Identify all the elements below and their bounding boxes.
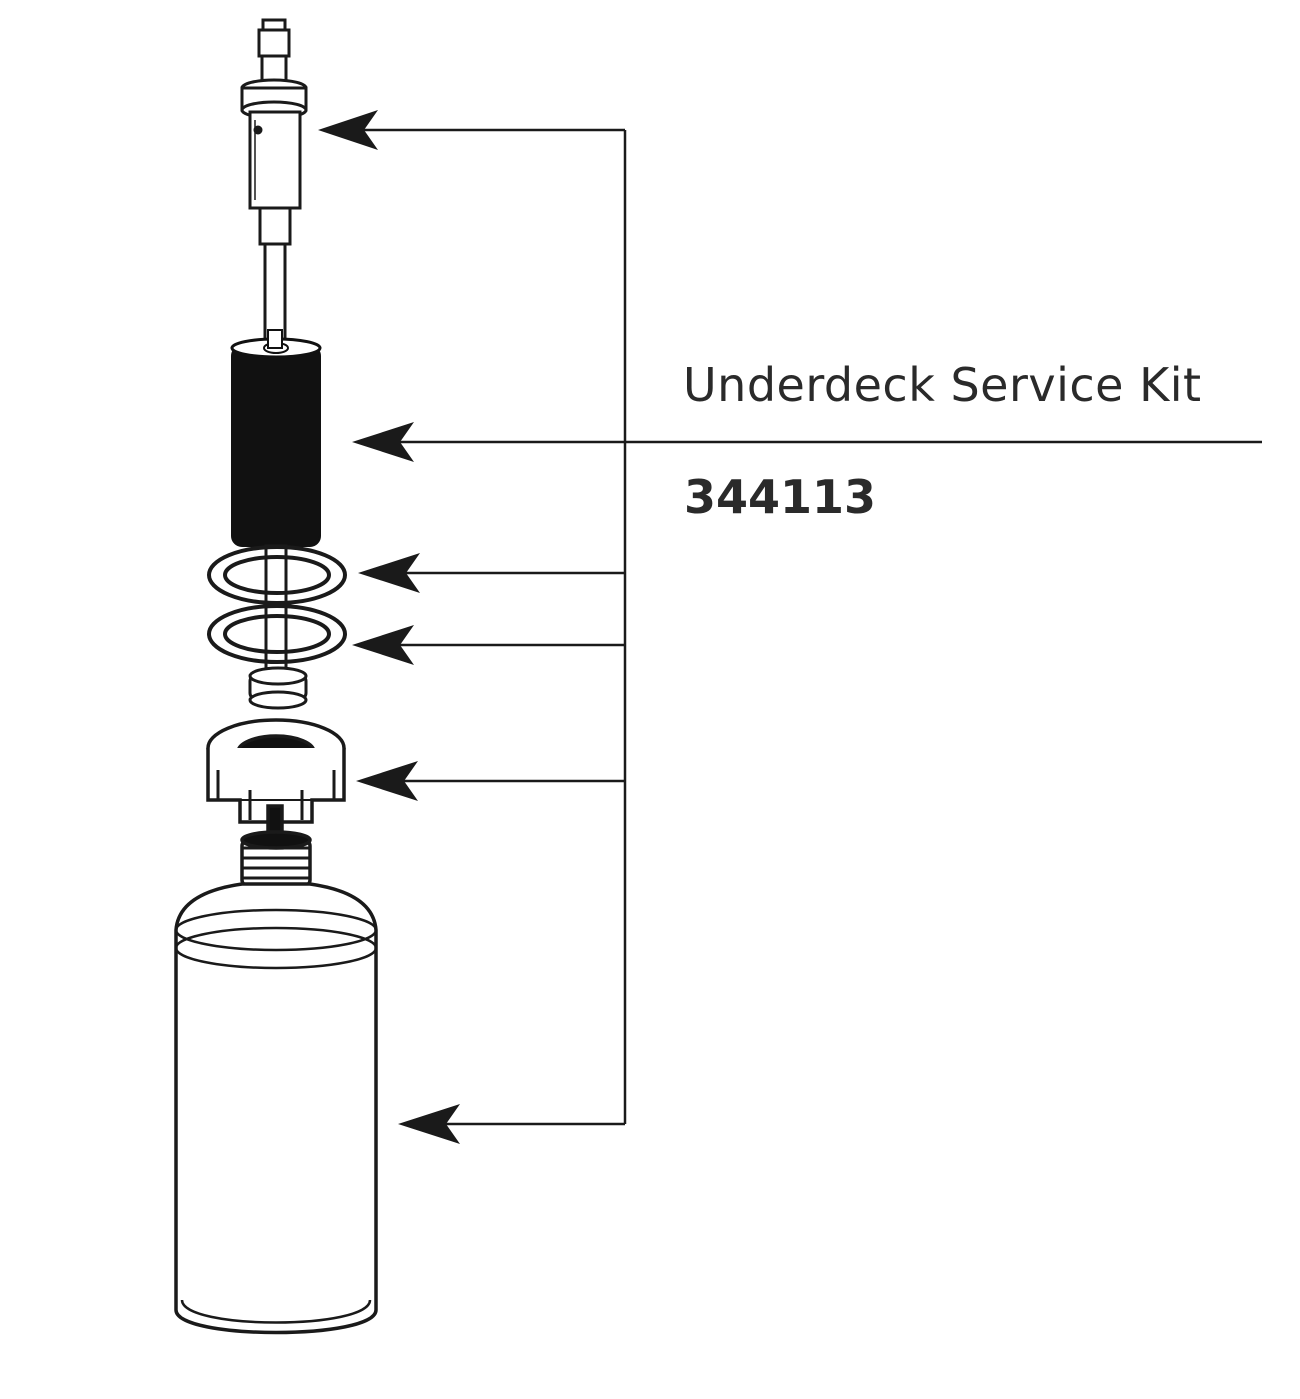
arrow-bottle — [398, 1104, 460, 1144]
mounting-nut-part — [206, 718, 346, 834]
arrow-sleeve — [352, 422, 414, 462]
arrow-cartridge — [318, 110, 378, 150]
kit-part-number: 344113 — [684, 470, 877, 524]
o-ring-lower-part — [207, 604, 347, 664]
arrow-o-ring-upper — [358, 553, 420, 593]
arrow-mounting-nut — [356, 761, 418, 801]
o-ring-upper-part — [207, 545, 347, 605]
soap-bottle-part — [174, 830, 378, 1335]
washer-part — [248, 666, 308, 710]
callout-lines — [330, 128, 1262, 1126]
kit-title: Underdeck Service Kit — [683, 358, 1202, 412]
arrowheads — [318, 110, 460, 1144]
arrow-o-ring-lower — [352, 625, 414, 665]
black-sleeve-part — [230, 329, 322, 547]
pump-cartridge-part — [240, 18, 308, 346]
